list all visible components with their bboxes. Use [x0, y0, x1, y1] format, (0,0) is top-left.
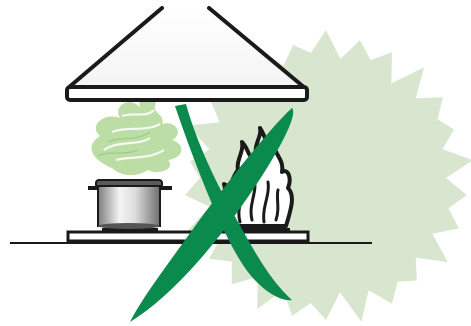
- steam-icon: [91, 96, 181, 175]
- steaming-pot-icon: [88, 180, 172, 229]
- cooker-hood-icon: [67, 8, 307, 100]
